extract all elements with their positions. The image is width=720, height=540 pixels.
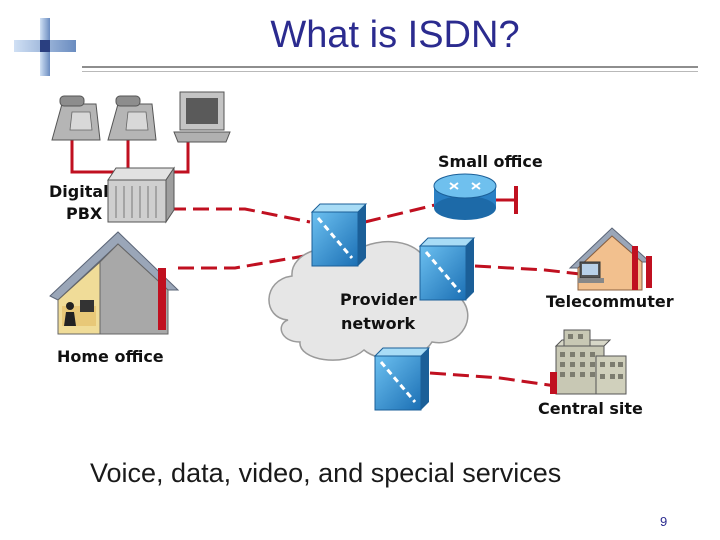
telephone-icon: [51, 95, 101, 141]
isdn-links: [170, 203, 581, 388]
label-digital: Digital: [49, 182, 109, 201]
label-pbx: PBX: [66, 204, 103, 223]
link-central-site: [429, 371, 557, 388]
link-pbx: [170, 207, 311, 224]
switch-icon: [373, 347, 431, 411]
router-icon: [433, 173, 518, 220]
label-small-office: Small office: [438, 152, 543, 171]
slide-title: What is ISDN?: [270, 14, 520, 56]
label-telecommuter: Telecommuter: [546, 292, 674, 311]
link-telecommuter: [474, 264, 581, 276]
switch-icon: [310, 203, 368, 267]
corner-logo-icon: [14, 18, 76, 76]
link-home-office: [178, 253, 311, 270]
telecommuter-house-icon: [568, 227, 652, 291]
central-site-building-icon: [550, 329, 627, 395]
computer-terminal-icon: [173, 91, 231, 143]
label-network: network: [341, 314, 416, 333]
page-number: 9: [660, 514, 668, 529]
title-rule-secondary: [82, 71, 698, 72]
telephone-icon: [107, 95, 157, 141]
link-small-office: [364, 203, 436, 224]
label-central-site: Central site: [538, 399, 643, 418]
pbx-cabinet-icon: [107, 166, 175, 224]
switch-icon: [418, 237, 476, 301]
home-office-house-icon: [49, 231, 180, 335]
label-provider: Provider: [340, 290, 417, 309]
slide-caption: Voice, data, video, and special services: [90, 458, 562, 488]
label-home-office: Home office: [57, 347, 164, 366]
title-rule: [82, 66, 698, 68]
